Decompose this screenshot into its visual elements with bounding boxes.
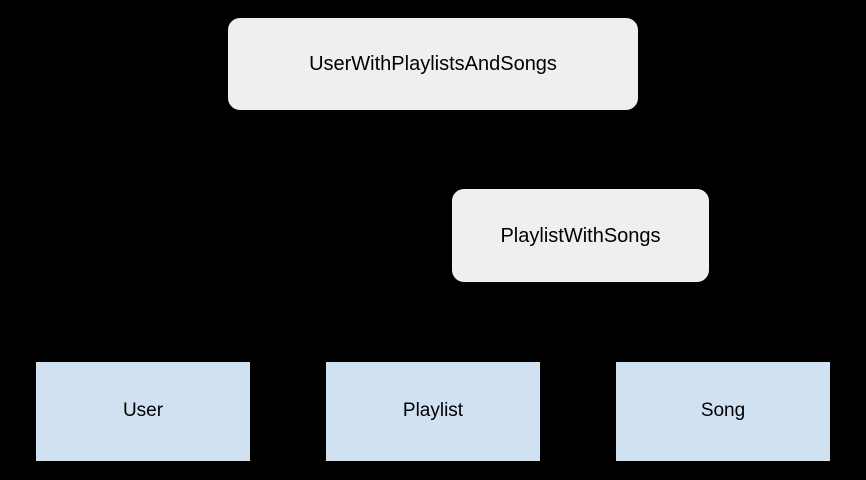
edge-playlistwithsongs-to-song <box>579 282 724 362</box>
node-label: UserWithPlaylistsAndSongs <box>309 53 557 75</box>
node-label: PlaylistWithSongs <box>500 224 661 247</box>
edge-userwithplaylistsandsongs-to-playlistwithsongs <box>432 110 452 237</box>
node-playlistwithsongs[interactable]: PlaylistWithSongs <box>452 189 709 282</box>
node-label: Playlist <box>402 400 464 422</box>
edge-playlistwithsongs-to-playlist <box>432 282 581 362</box>
node-playlist[interactable]: Playlist <box>326 362 540 461</box>
node-userwithplaylistsandsongs[interactable]: UserWithPlaylistsAndSongs <box>228 18 638 110</box>
edge-userwithplaylistsandsongs-to-user <box>142 110 434 362</box>
node-label: Song <box>700 400 746 422</box>
node-song[interactable]: Song <box>616 362 830 461</box>
node-label: User <box>122 400 164 422</box>
node-user[interactable]: User <box>36 362 250 461</box>
